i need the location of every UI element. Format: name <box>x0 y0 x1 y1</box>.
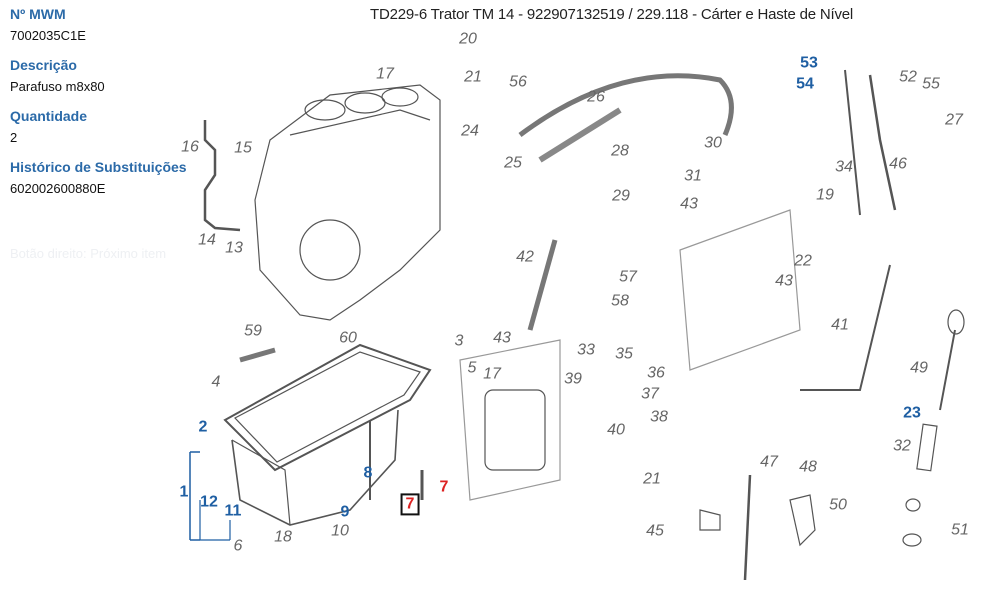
callout-part-11[interactable]: 11 <box>224 502 242 520</box>
callout-part-42[interactable]: 42 <box>516 248 534 266</box>
mwm-label: Nº MWM <box>10 6 66 22</box>
quantity-value: 2 <box>10 130 18 145</box>
callout-part-34[interactable]: 34 <box>835 158 853 176</box>
callout-part-47[interactable]: 47 <box>760 453 778 471</box>
callout-part-25[interactable]: 25 <box>504 154 522 172</box>
callout-part-43[interactable]: 43 <box>775 272 793 290</box>
callout-part-17[interactable]: 17 <box>483 365 501 383</box>
callout-part-35[interactable]: 35 <box>615 345 633 363</box>
callout-part-17[interactable]: 17 <box>376 65 394 83</box>
callout-part-33[interactable]: 33 <box>577 341 595 359</box>
history-label: Histórico de Substituições <box>10 159 187 175</box>
callout-part-2[interactable]: 2 <box>198 418 208 436</box>
callout-part-7[interactable]: 7 <box>400 493 420 516</box>
callout-part-45[interactable]: 45 <box>646 522 664 540</box>
engine-block <box>254 84 441 321</box>
quantity-label: Quantidade <box>10 108 88 124</box>
callout-part-26[interactable]: 26 <box>587 88 605 106</box>
callout-part-56[interactable]: 56 <box>509 73 527 91</box>
callout-part-49[interactable]: 49 <box>910 359 928 377</box>
callout-part-6[interactable]: 6 <box>233 537 243 555</box>
callout-part-24[interactable]: 24 <box>461 122 479 140</box>
callout-part-13[interactable]: 13 <box>225 239 243 257</box>
callout-part-4[interactable]: 4 <box>211 373 221 391</box>
part-info-panel: Nº MWM 7002035C1E Descrição Parafuso m8x… <box>10 6 200 196</box>
diagram-title: TD229-6 Trator TM 14 - 922907132519 / 22… <box>370 6 854 23</box>
callout-part-28[interactable]: 28 <box>611 142 629 160</box>
callout-part-19[interactable]: 19 <box>816 186 834 204</box>
callout-part-54[interactable]: 54 <box>796 75 814 93</box>
callout-part-7[interactable]: 7 <box>439 478 449 496</box>
callout-part-46[interactable]: 46 <box>889 155 907 173</box>
callout-part-27[interactable]: 27 <box>945 111 963 129</box>
oil-pan <box>231 409 399 526</box>
callout-part-52[interactable]: 52 <box>899 68 917 86</box>
callout-part-22[interactable]: 22 <box>794 252 812 270</box>
mwm-value: 7002035C1E <box>10 28 86 43</box>
callout-part-23[interactable]: 23 <box>903 404 921 422</box>
callout-part-20[interactable]: 20 <box>459 30 477 48</box>
callout-part-21[interactable]: 21 <box>464 68 482 86</box>
callout-part-36[interactable]: 36 <box>647 364 665 382</box>
callout-part-9[interactable]: 9 <box>340 503 350 521</box>
callout-part-41[interactable]: 41 <box>831 316 849 334</box>
oil-pan-gasket <box>223 343 432 472</box>
breather-hose <box>518 73 734 138</box>
callout-part-8[interactable]: 8 <box>363 464 373 482</box>
callout-part-55[interactable]: 55 <box>922 75 940 93</box>
callout-part-53[interactable]: 53 <box>800 54 818 72</box>
callout-part-37[interactable]: 37 <box>641 385 659 403</box>
callout-part-50[interactable]: 50 <box>829 496 847 514</box>
callout-part-31[interactable]: 31 <box>684 167 702 185</box>
callout-part-43[interactable]: 43 <box>493 329 511 347</box>
callout-part-5[interactable]: 5 <box>467 359 477 377</box>
callout-part-16[interactable]: 16 <box>181 138 199 156</box>
callout-part-29[interactable]: 29 <box>612 187 630 205</box>
callout-part-10[interactable]: 10 <box>331 522 349 540</box>
description-label: Descrição <box>10 57 77 73</box>
callout-part-51[interactable]: 51 <box>951 521 969 539</box>
callout-part-3[interactable]: 3 <box>454 332 464 350</box>
history-value: 602002600880E <box>10 181 106 196</box>
callout-part-40[interactable]: 40 <box>607 421 625 439</box>
callout-part-43[interactable]: 43 <box>680 195 698 213</box>
callout-part-14[interactable]: 14 <box>198 231 216 249</box>
callout-part-38[interactable]: 38 <box>650 408 668 426</box>
callout-part-48[interactable]: 48 <box>799 458 817 476</box>
callout-part-12[interactable]: 12 <box>200 493 218 511</box>
callout-part-18[interactable]: 18 <box>274 528 292 546</box>
callout-part-39[interactable]: 39 <box>564 370 582 388</box>
description-value: Parafuso m8x80 <box>10 79 105 94</box>
hint-text: Botão direito: Próximo item <box>10 246 167 261</box>
callout-part-30[interactable]: 30 <box>704 134 722 152</box>
callout-part-32[interactable]: 32 <box>893 437 911 455</box>
callout-part-60[interactable]: 60 <box>339 329 357 347</box>
dipstick-lower <box>800 264 891 391</box>
dipstick-upper <box>844 69 861 216</box>
callout-part-1[interactable]: 1 <box>179 483 189 501</box>
callout-part-57[interactable]: 57 <box>619 268 637 286</box>
callout-part-58[interactable]: 58 <box>611 292 629 310</box>
callout-part-15[interactable]: 15 <box>234 139 252 157</box>
oil-line <box>203 120 241 232</box>
callout-part-21[interactable]: 21 <box>643 470 661 488</box>
callout-part-59[interactable]: 59 <box>244 322 262 340</box>
